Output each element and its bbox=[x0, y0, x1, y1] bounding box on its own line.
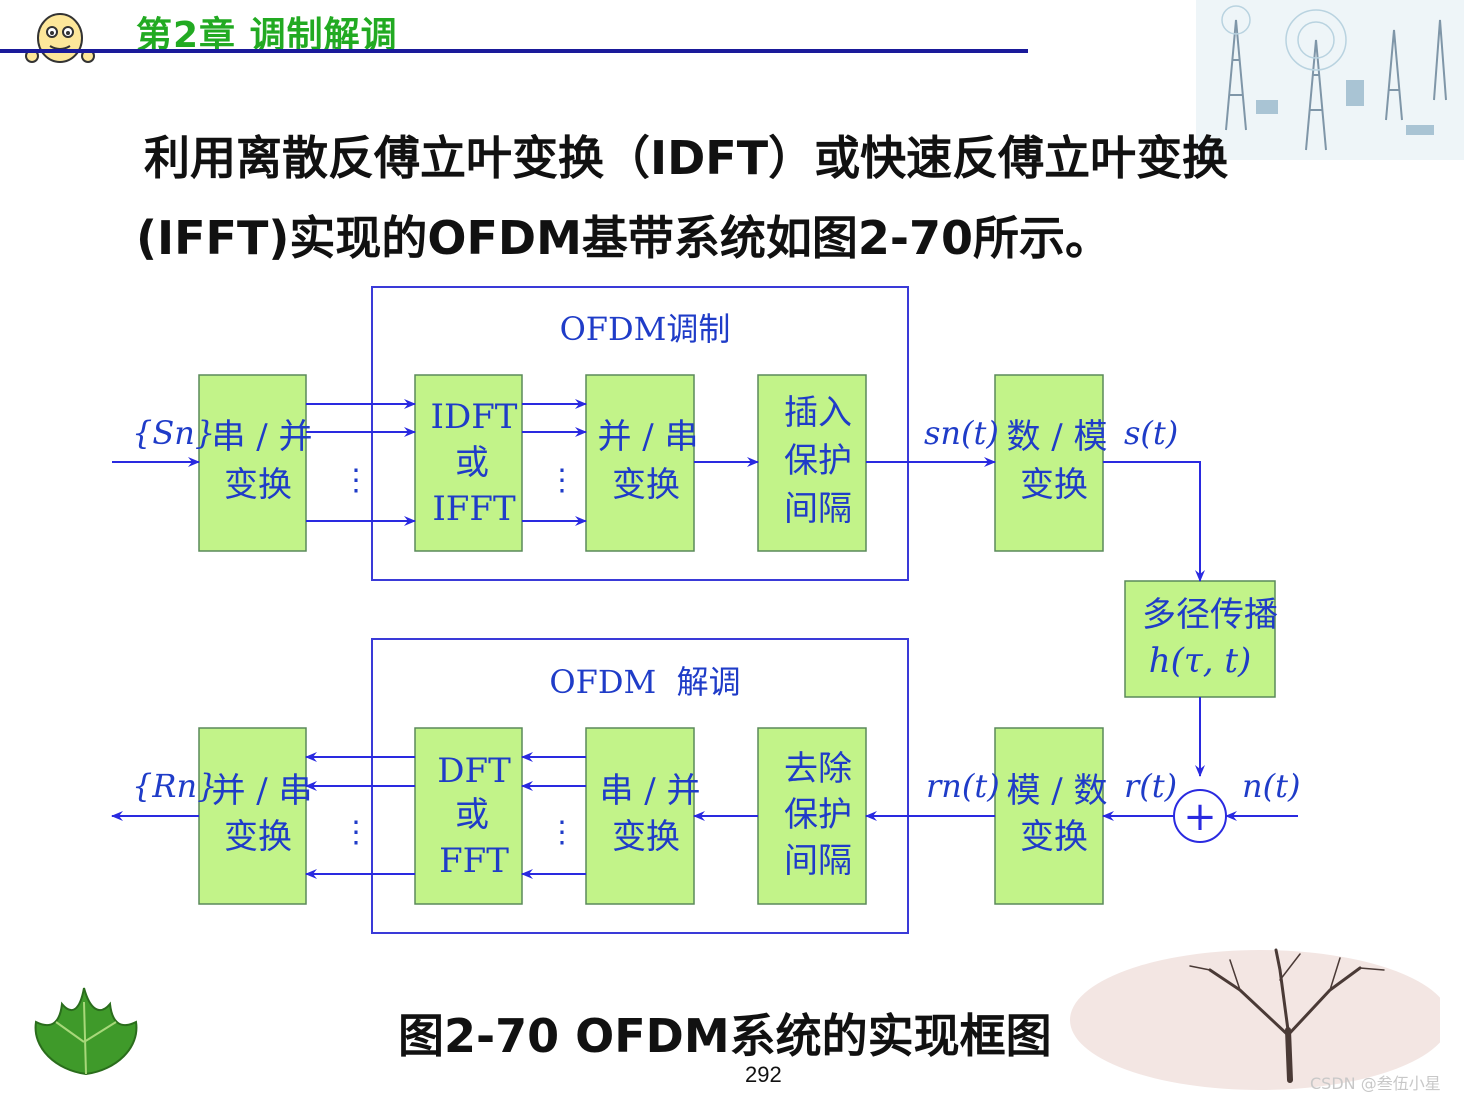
idft-label-3: IFFT bbox=[432, 489, 516, 529]
ellipsis-2: ⋮ bbox=[547, 463, 577, 498]
cp-remove-label-1: 去除 bbox=[784, 749, 852, 789]
insert-guard-block bbox=[757, 374, 867, 552]
cp-remove-label-2: 保护 bbox=[784, 795, 852, 835]
idft-label-2: 或 bbox=[455, 443, 489, 483]
idft-label-1: IDFT bbox=[431, 397, 518, 437]
sp2-label-1: 串 / 并 bbox=[599, 771, 700, 811]
dft-label-2: 或 bbox=[455, 795, 489, 835]
dac-label-2: 变换 bbox=[1020, 465, 1088, 505]
watermark: CSDN @叁伍小星 bbox=[1310, 1074, 1441, 1093]
ellipsis-1: ⋮ bbox=[341, 463, 371, 498]
arrow-dac-channel bbox=[1103, 461, 1205, 582]
summing-node bbox=[1173, 789, 1227, 843]
remove-guard-block bbox=[757, 727, 867, 905]
signal-n-label: n(t) bbox=[1242, 767, 1300, 805]
signal-s-label: s(t) bbox=[1124, 414, 1178, 452]
signal-sn-label: sn(t) bbox=[924, 414, 999, 452]
parallel-serial-block-rx bbox=[198, 727, 307, 905]
signal-input-label: {Sn} bbox=[132, 414, 215, 452]
network-towers-illustration bbox=[1196, 0, 1464, 160]
header-rule bbox=[0, 49, 1028, 53]
multipath-channel-block bbox=[1124, 580, 1276, 698]
page-number: 292 bbox=[745, 1062, 782, 1087]
dft-label-3: FFT bbox=[439, 841, 509, 881]
summing-symbol: + bbox=[1183, 794, 1217, 840]
channel-label-2: h(τ, t) bbox=[1149, 641, 1252, 681]
sp-label-1: 串 / 并 bbox=[211, 417, 312, 457]
cp-insert-label-3: 间隔 bbox=[784, 489, 852, 529]
serial-parallel-block-rx bbox=[585, 727, 695, 905]
ellipsis-3: ⋮ bbox=[341, 815, 371, 850]
cp-remove-label-3: 间隔 bbox=[784, 841, 852, 881]
demod-group-label: OFDM 解调 bbox=[549, 663, 740, 701]
serial-parallel-block bbox=[198, 374, 307, 552]
adc-label-1: 模 / 数 bbox=[1006, 771, 1107, 811]
dac-label-1: 数 / 模 bbox=[1006, 417, 1107, 457]
sp-label-2: 变换 bbox=[224, 465, 292, 505]
signal-r-label: r(t) bbox=[1124, 767, 1177, 805]
ps-label-2: 变换 bbox=[612, 465, 680, 505]
idft-ifft-block bbox=[414, 374, 523, 552]
sp2-label-2: 变换 bbox=[612, 817, 680, 857]
ps-label-1: 并 / 串 bbox=[597, 417, 698, 457]
tree-illustration bbox=[1070, 948, 1440, 1090]
signal-rn-label: rn(t) bbox=[926, 767, 1000, 805]
ps2-label-1: 并 / 串 bbox=[211, 771, 312, 811]
mod-group-label: OFDM调制 bbox=[560, 310, 731, 348]
cp-insert-label-1: 插入 bbox=[784, 393, 852, 433]
signal-output-label: {Rn} bbox=[132, 767, 217, 805]
ellipsis-4: ⋮ bbox=[547, 815, 577, 850]
intro-paragraph: 利用离散反傅立叶变换（IDFT）或快速反傅立叶变换(IFFT)实现的OFDM基带… bbox=[136, 131, 1229, 265]
adc-block bbox=[994, 727, 1104, 905]
leaf-icon bbox=[34, 987, 138, 1076]
figure-caption: 图2-70 OFDM系统的实现框图 bbox=[398, 1009, 1052, 1063]
cp-insert-label-2: 保护 bbox=[784, 441, 852, 481]
dft-label-1: DFT bbox=[437, 751, 511, 791]
ps2-label-2: 变换 bbox=[224, 817, 292, 857]
channel-label-1: 多径传播 bbox=[1142, 595, 1278, 635]
mod-group-frame bbox=[371, 286, 909, 581]
parallel-serial-block bbox=[585, 374, 695, 552]
adc-label-2: 变换 bbox=[1020, 817, 1088, 857]
dft-fft-block bbox=[414, 727, 523, 905]
dac-block bbox=[994, 374, 1104, 552]
